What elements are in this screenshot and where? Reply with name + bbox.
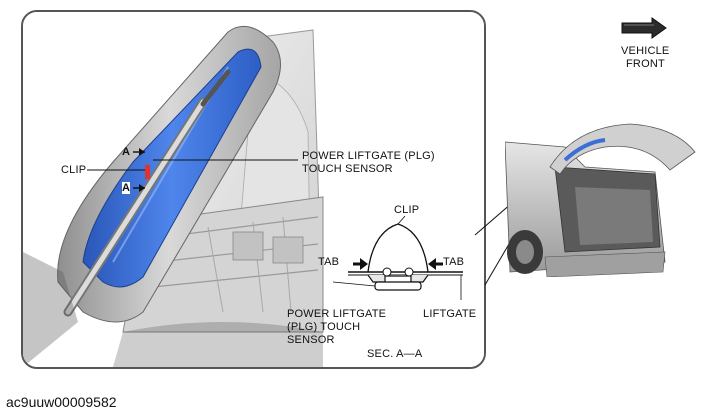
- plg-sensor-label-line1: POWER LIFTGATE (PLG): [302, 150, 435, 162]
- vehicle-front-label-line2: FRONT: [626, 58, 665, 70]
- section-marker-bottom: A: [122, 182, 131, 194]
- section-marker-top: A: [122, 146, 131, 158]
- section-title: SEC. A—A: [367, 348, 423, 360]
- section-tab-right-label: TAB: [443, 256, 465, 268]
- clip-label: CLIP: [61, 164, 87, 176]
- section-sensor-label-line2: (PLG) TOUCH: [287, 321, 361, 333]
- section-sensor-label-line3: SENSOR: [287, 334, 335, 346]
- figure-id: ac9uuw00009582: [6, 394, 117, 410]
- plg-sensor-label-line2: TOUCH SENSOR: [302, 163, 393, 175]
- section-sensor-label-line1: POWER LIFTGATE: [287, 308, 387, 320]
- vehicle-front-label-line1: VEHICLE: [621, 45, 670, 57]
- liftgate-interior-illustration: [23, 12, 484, 367]
- section-tab-left-label: TAB: [318, 256, 340, 268]
- clip-marker: [145, 165, 150, 179]
- section-a-a-drawing: [332, 215, 463, 300]
- section-clip-label: CLIP: [394, 204, 420, 216]
- liftgate-detail-callout: CLIP A A POWER LIFTGATE (PLG) TOUCH SENS…: [21, 10, 486, 369]
- vehicle-rear-illustration: [505, 123, 696, 277]
- section-liftgate-label: LIFTGATE: [423, 308, 477, 320]
- vehicle-front-arrow-icon: [621, 17, 667, 39]
